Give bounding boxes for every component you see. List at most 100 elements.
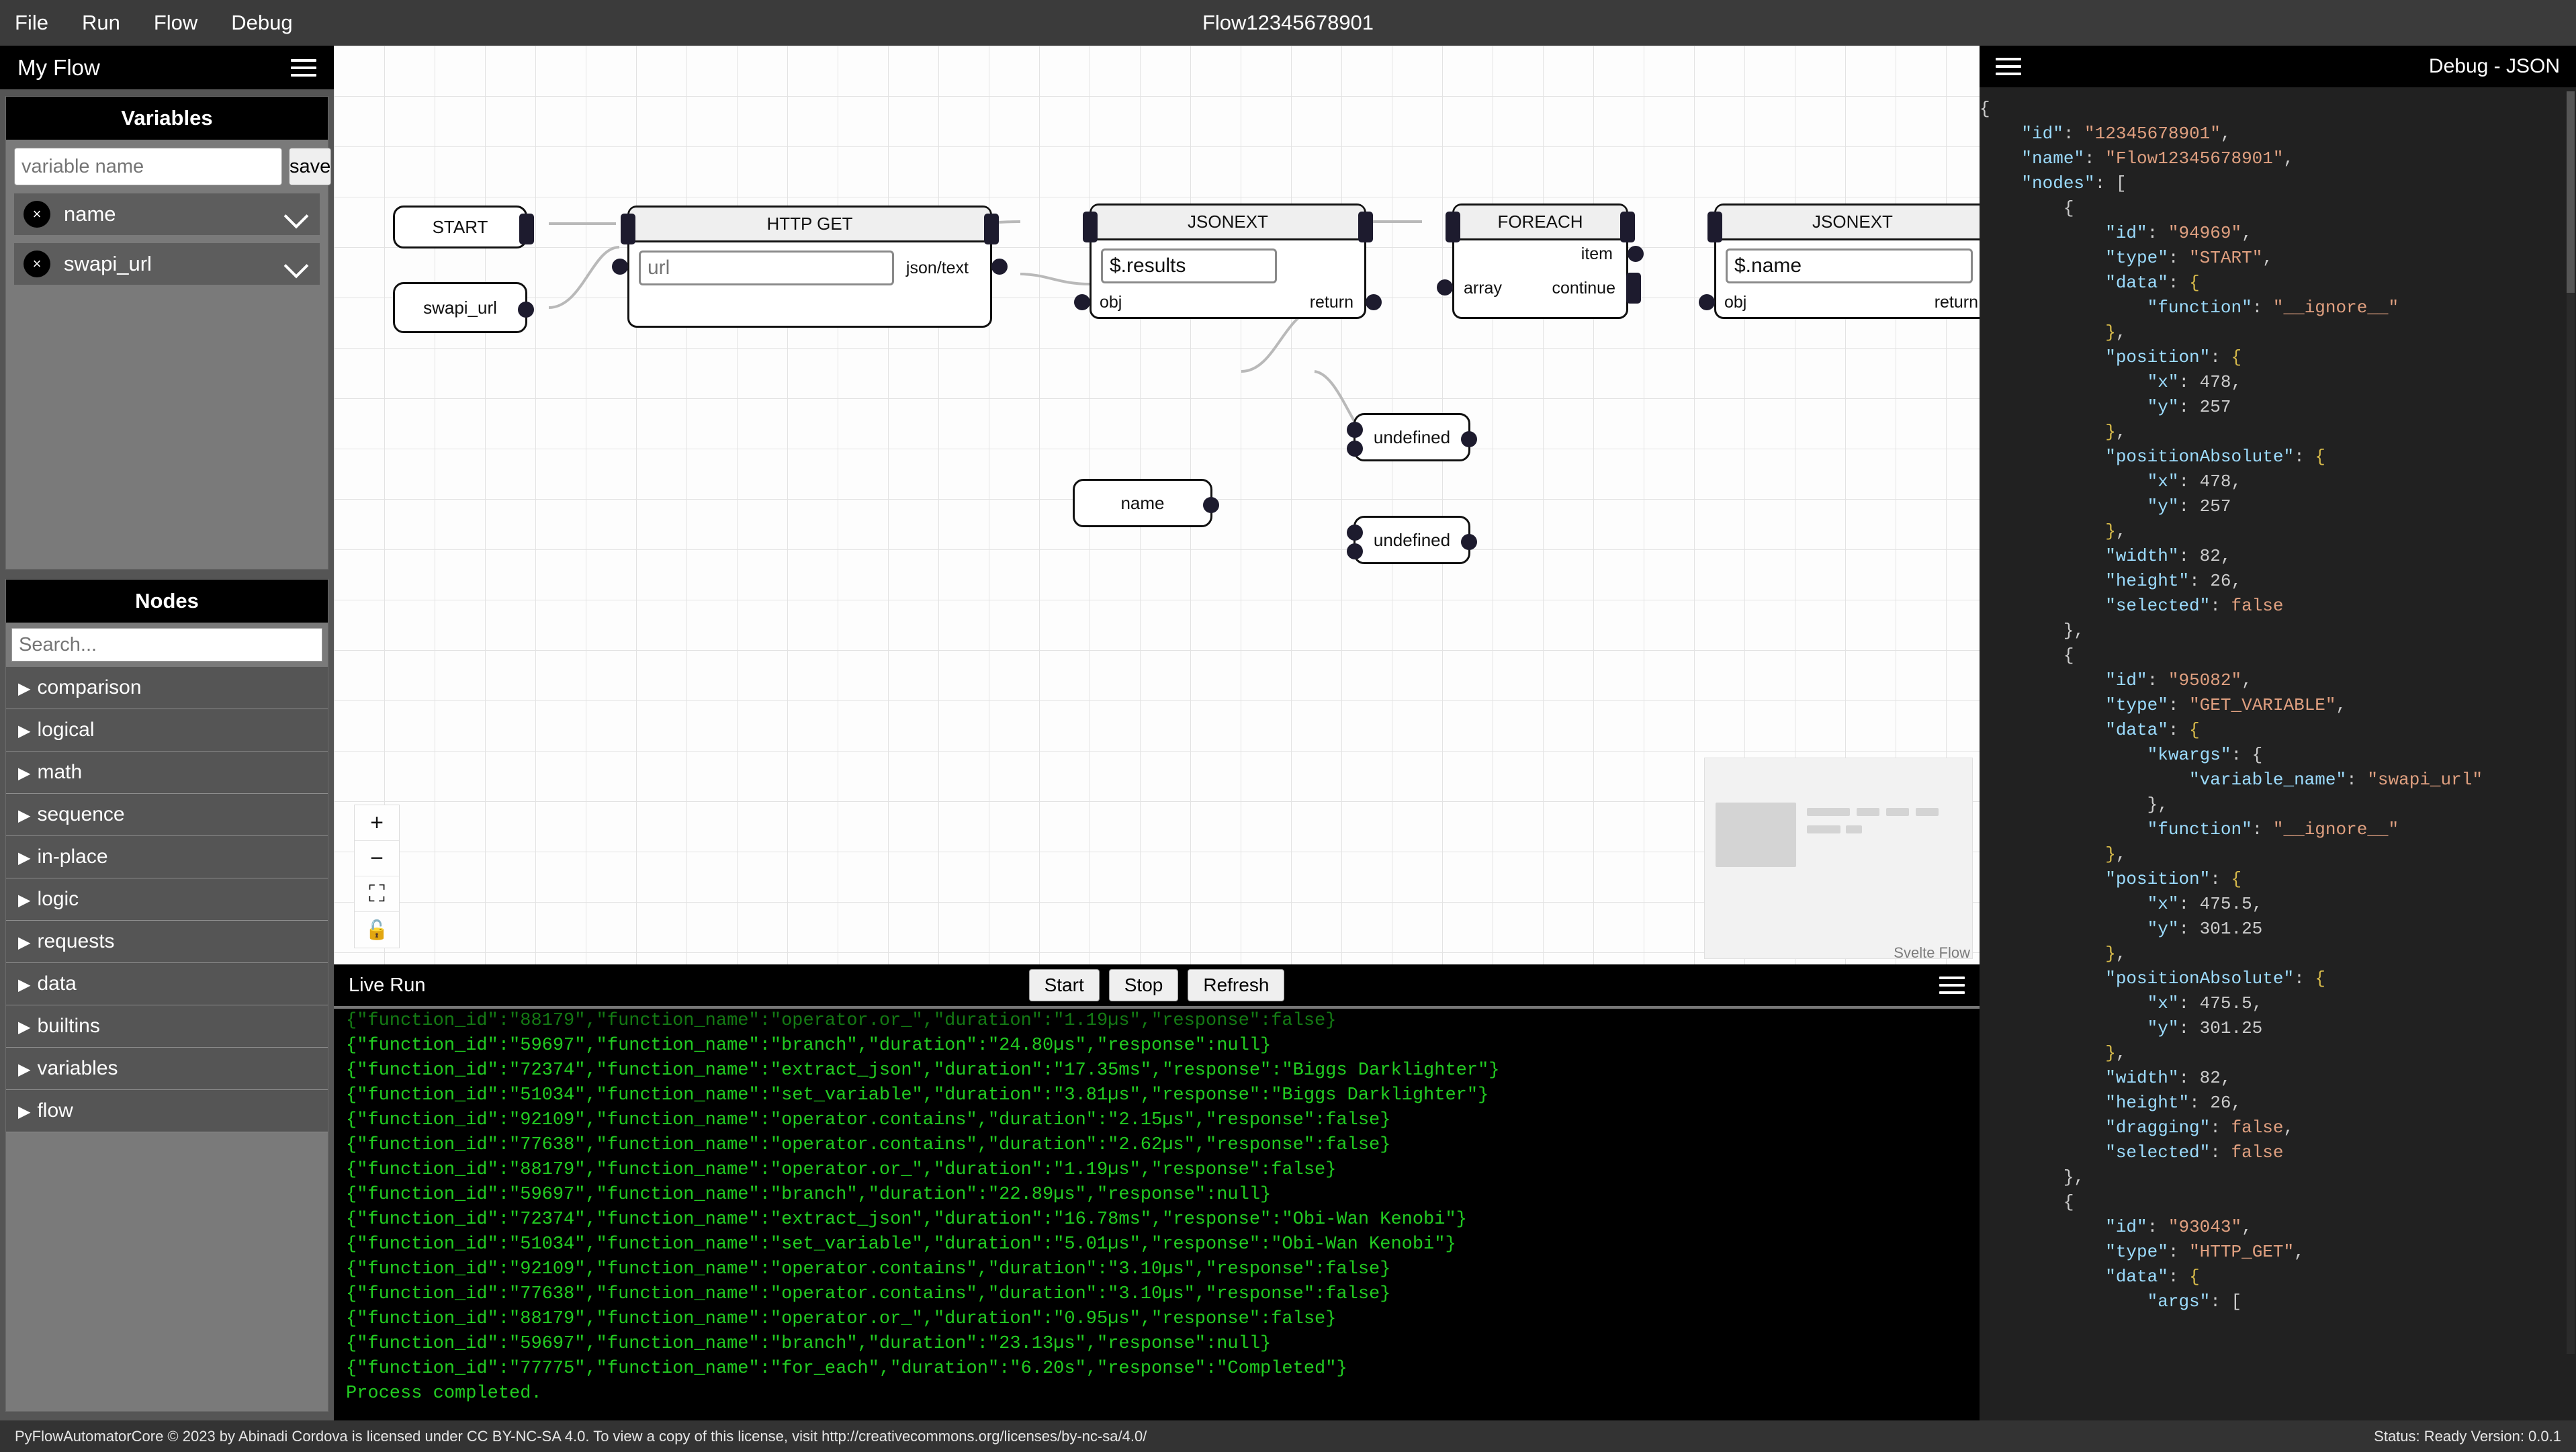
delete-variable-icon[interactable]: × [24,251,50,277]
stop-button[interactable]: Stop [1108,969,1179,1001]
triangle-right-icon: ▶ [18,722,31,740]
node-undefined-2-out-port[interactable] [1461,534,1477,550]
chevron-down-icon[interactable] [283,206,310,222]
node-category-label: builtins [37,1015,100,1037]
node-foreach-item-port[interactable] [1628,246,1644,262]
node-variable-name-output-port[interactable] [1203,497,1219,513]
node-foreach-flow-out-port[interactable] [1620,212,1635,242]
lock-icon[interactable]: 🔓 [365,919,389,940]
live-run-title: Live Run [349,974,426,996]
variable-label: swapi_url [64,252,152,275]
node-category-logical[interactable]: ▶logical [6,709,328,752]
json-line: "x": 475.5, [1980,894,2263,914]
node-jsonext-results-flow-in-port[interactable] [1083,212,1098,242]
live-run-console[interactable]: {"function_id":"88179","function_name":"… [334,1006,1980,1420]
node-http-get-flow-in-port[interactable] [621,214,635,244]
node-undefined-1[interactable]: undefined [1347,413,1477,461]
node-get-variable-swapi-url[interactable]: swapi_url [393,282,534,333]
node-category-requests[interactable]: ▶requests [6,921,328,963]
zoom-in-icon[interactable]: + [355,805,399,841]
node-variable-name[interactable]: name [1073,479,1219,527]
node-category-flow[interactable]: ▶flow [6,1090,328,1132]
chevron-down-icon[interactable] [283,256,310,272]
variable-row[interactable]: × name [14,193,320,235]
node-http-get-flow-out-port[interactable] [984,214,999,244]
json-line: "type": "HTTP_GET", [1980,1242,2305,1262]
fit-view-icon[interactable]: ⛶ [355,876,399,912]
node-http-get-url-port[interactable] [612,259,628,275]
console-line: {"function_id":"72374","function_name":"… [346,1210,1467,1230]
zoom-out-icon[interactable]: − [355,841,399,876]
flow-canvas[interactable]: START swapi_url HTTP GET json/text JSONE… [334,46,1980,964]
node-jsonext-name-flow-in-port[interactable] [1707,212,1722,242]
node-jsonext-name-obj-label: obj [1724,293,1747,312]
node-search-input[interactable] [11,628,322,662]
node-foreach-flow-in-port[interactable] [1446,212,1460,242]
left-sidebar: My Flow Variables save × name × swapi_ur… [0,46,334,1420]
node-jsonext-name[interactable]: JSONEXT obj return [1699,203,1980,319]
node-start[interactable]: START [393,206,534,248]
node-foreach-continue-port[interactable] [1626,273,1641,304]
node-undefined-1-in-port-b[interactable] [1347,441,1363,457]
node-jsonext-results-path-input[interactable] [1101,248,1277,283]
node-jsonext-results[interactable]: JSONEXT obj return [1074,203,1382,319]
node-undefined-2-in-port-a[interactable] [1347,525,1363,541]
refresh-button[interactable]: Refresh [1188,969,1285,1001]
variable-name-input[interactable] [14,148,282,185]
variable-row[interactable]: × swapi_url [14,243,320,285]
node-jsonext-name-path-input[interactable] [1726,248,1973,283]
live-run-header: Live Run Start Stop Refresh [334,964,1980,1006]
node-category-variables[interactable]: ▶variables [6,1048,328,1090]
node-http-get[interactable]: HTTP GET json/text [612,206,1008,328]
live-run-menu-icon[interactable] [1939,972,1965,999]
variables-panel-title: Variables [6,97,328,140]
menu-item-run[interactable]: Run [81,11,120,34]
node-category-sequence[interactable]: ▶sequence [6,794,328,836]
node-jsonext-results-return-port[interactable] [1366,294,1382,310]
node-undefined-1-out-port[interactable] [1461,431,1477,447]
delete-variable-icon[interactable]: × [24,201,50,228]
node-jsonext-results-flow-out-port[interactable] [1358,212,1373,242]
json-line: "height": 26, [1980,571,2242,591]
json-line: "id": "95082", [1980,670,2252,690]
node-category-in-place[interactable]: ▶in-place [6,836,328,878]
debug-json-content[interactable]: { "id": "12345678901", "name": "Flow1234… [1980,87,2576,1350]
node-undefined-1-in-port-a[interactable] [1347,422,1363,438]
node-category-data[interactable]: ▶data [6,963,328,1005]
node-category-logic[interactable]: ▶logic [6,878,328,921]
menu-item-flow[interactable]: Flow [153,11,198,34]
status-bar: PyFlowAutomatorCore © 2023 by Abinadi Co… [0,1420,2576,1452]
node-category-label: data [37,972,77,995]
node-category-math[interactable]: ▶math [6,752,328,794]
minimap[interactable] [1704,758,1973,959]
json-line: "position": { [1980,347,2242,367]
triangle-right-icon: ▶ [18,764,31,782]
start-button[interactable]: Start [1028,969,1100,1001]
debug-menu-icon[interactable] [1996,53,2021,80]
node-undefined-2-label: undefined [1373,529,1451,550]
console-line: {"function_id":"88179","function_name":"… [346,1011,1337,1031]
node-http-get-title: HTTP GET [629,208,990,242]
node-jsonext-name-obj-port[interactable] [1699,294,1715,310]
node-http-get-output-port[interactable] [991,259,1008,275]
sidebar-menu-icon[interactable] [291,54,316,81]
debug-scrollbar[interactable] [2567,91,2575,1354]
node-category-comparison[interactable]: ▶comparison [6,667,328,709]
menu-item-debug[interactable]: Debug [231,11,293,34]
node-start-output-port[interactable] [519,214,534,244]
node-foreach-array-port[interactable] [1437,279,1453,296]
live-run-panel: Live Run Start Stop Refresh {"function_i… [334,964,1980,1420]
node-category-builtins[interactable]: ▶builtins [6,1005,328,1048]
node-undefined-2[interactable]: undefined [1347,516,1477,564]
node-swapi-url-output-port[interactable] [518,302,534,318]
variable-save-button[interactable]: save [289,148,332,185]
node-http-get-url-input[interactable] [639,251,894,285]
node-jsonext-results-obj-port[interactable] [1074,294,1090,310]
json-line: "variable_name": "swapi_url" [1980,770,2483,790]
node-undefined-2-in-port-b[interactable] [1347,543,1363,559]
node-start-label: START [432,216,488,237]
json-line: }, [1980,1043,2127,1063]
menu-item-file[interactable]: File [15,11,48,34]
json-line: "kwargs": { [1980,745,2263,765]
node-foreach[interactable]: FOREACH item array continue [1437,203,1644,319]
